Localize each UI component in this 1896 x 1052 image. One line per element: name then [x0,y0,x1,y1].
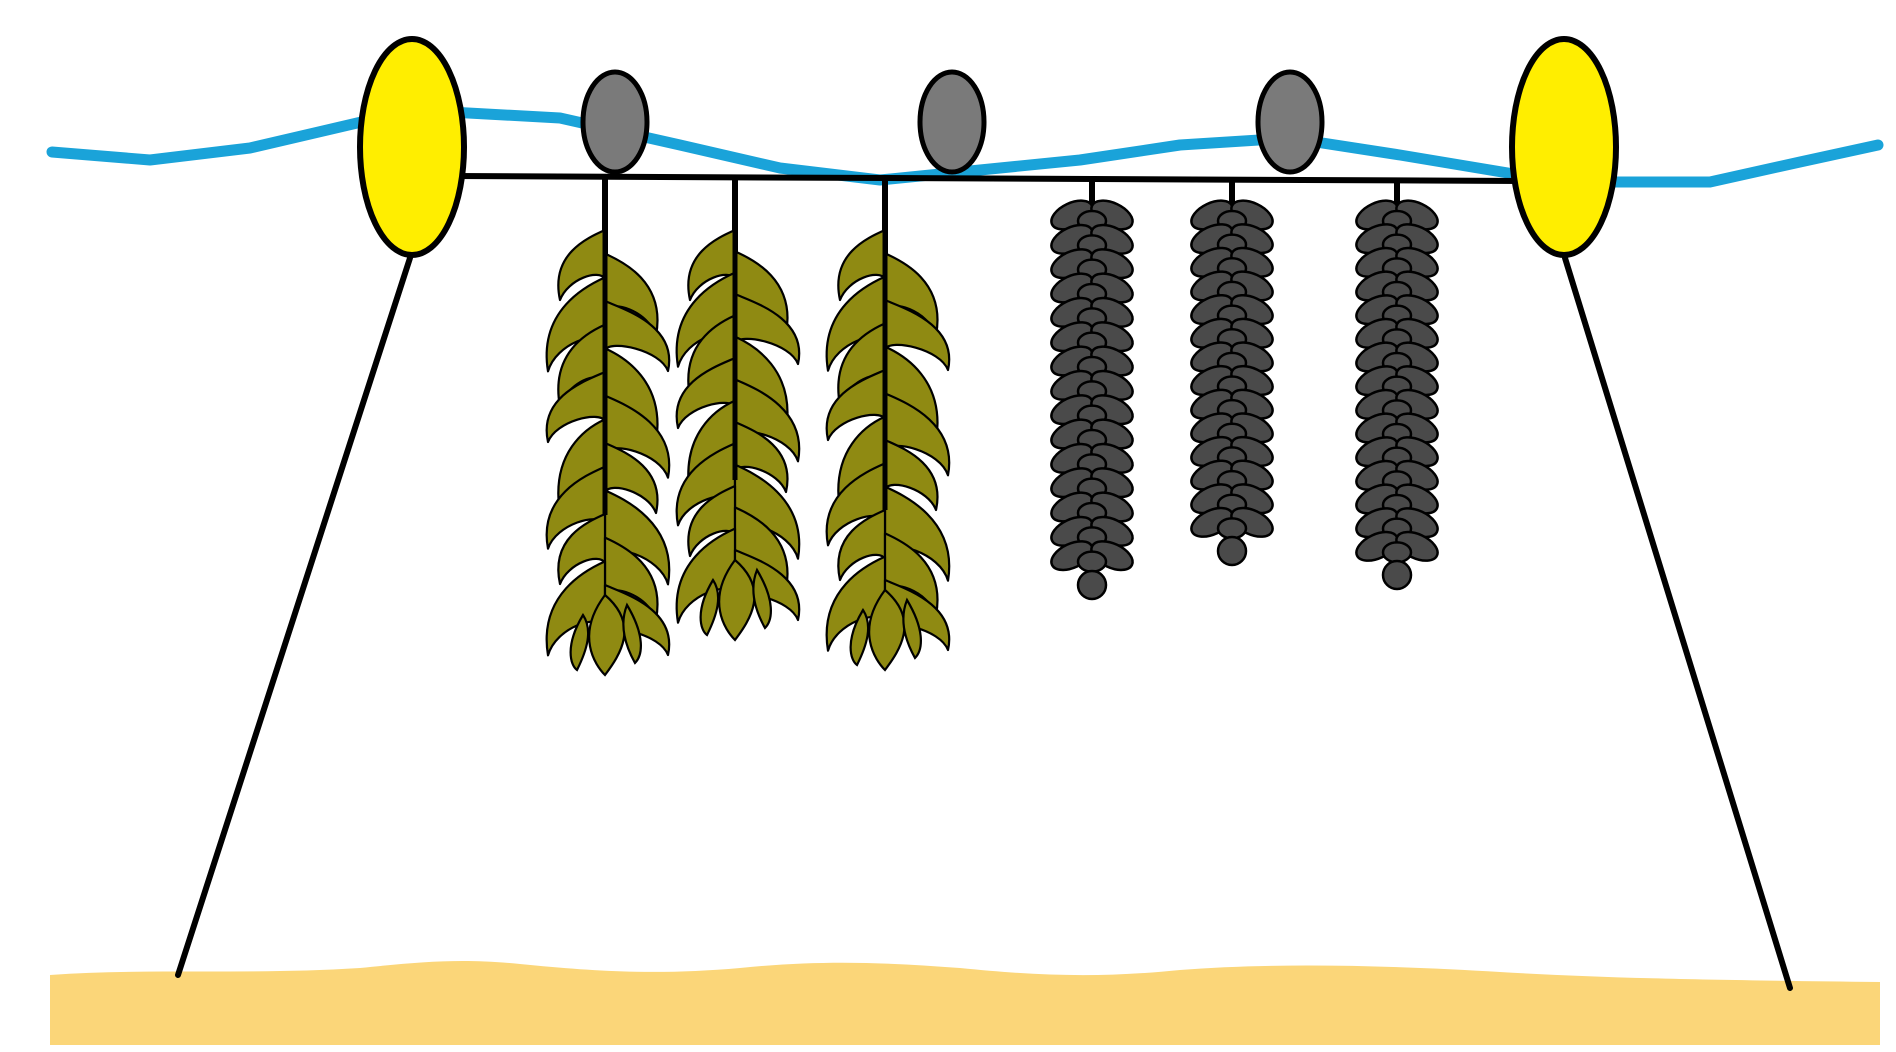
kelp-group [547,200,950,675]
anchor-buoy-left [360,39,464,255]
float-group [583,72,1322,172]
float-1 [583,72,647,172]
backbone-line [455,176,1522,181]
kelp-bunch-3 [827,200,950,670]
kelp-bunch-1 [547,200,670,675]
seabed-sand [50,961,1880,1045]
float-3 [1258,72,1322,172]
mussel-rope-1 [1047,195,1137,599]
kelp-bunch-2 [677,200,800,640]
anchor-line-right [1565,258,1790,988]
mussel-rope-2 [1187,195,1277,565]
anchor-lines [178,258,1790,988]
anchor-buoy-right [1512,39,1616,255]
mussel-group [1047,195,1442,599]
seabed [50,961,1880,1045]
backbone-longline [455,176,1522,181]
float-2 [920,72,984,172]
anchor-line-left [178,258,410,975]
mussel-rope-3 [1352,195,1442,589]
